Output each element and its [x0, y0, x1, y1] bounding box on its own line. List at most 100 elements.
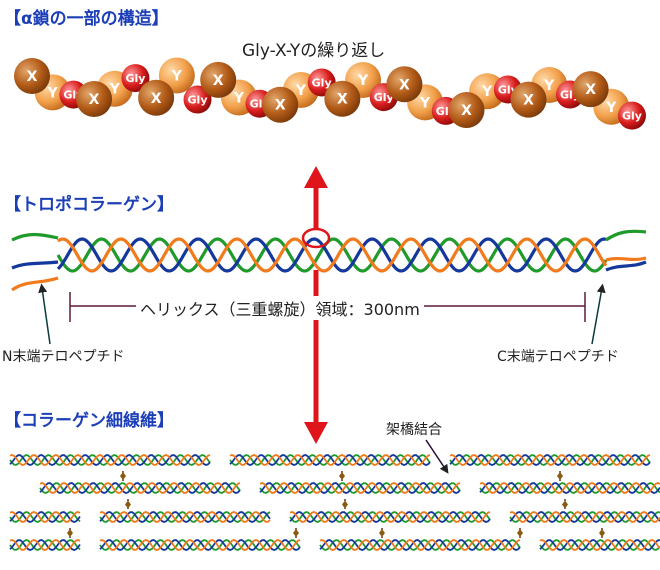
fibril-molecule-strand — [509, 511, 660, 523]
fibril-molecule-strand — [9, 511, 81, 523]
crosslink-mark — [339, 471, 345, 481]
svg-text:Y: Y — [109, 82, 121, 98]
svg-text:X: X — [275, 98, 286, 114]
gly-bead: Gly — [183, 85, 212, 114]
fibril-molecule-strand — [9, 539, 81, 551]
fibril-molecule-strand — [259, 482, 461, 494]
svg-text:Y: Y — [47, 85, 59, 101]
x-bead: X — [138, 79, 175, 116]
fibril-molecule-strand — [319, 539, 521, 551]
c-telopeptide — [605, 229, 647, 242]
svg-text:X: X — [151, 91, 162, 107]
up-arrow — [304, 166, 328, 230]
fibril-molecule-strand — [99, 511, 271, 523]
fibril-molecule-strand — [289, 511, 491, 523]
section-title-alpha-chain: 【α鎖の一部の構造】 — [4, 9, 169, 29]
svg-text:X: X — [523, 93, 534, 109]
section-title-collagen-fibril: 【コラーゲン細線維】 — [4, 411, 174, 431]
x-bead: X — [510, 81, 547, 118]
crosslink-mark — [293, 528, 299, 538]
fibril-molecule-strand — [509, 511, 660, 523]
svg-text:X: X — [27, 69, 38, 85]
x-bead: X — [262, 86, 299, 123]
crosslink-mark — [67, 528, 73, 538]
n-terminal-label: N末端テロペプチド — [2, 349, 125, 365]
highlight-circle — [301, 227, 331, 249]
fibril-molecule-strand — [9, 511, 81, 523]
svg-text:X: X — [461, 103, 472, 119]
fibril-molecule-strand — [9, 454, 211, 466]
svg-text:Y: Y — [171, 68, 183, 84]
fibril-molecule-strand — [229, 454, 431, 466]
c-telopeptide — [605, 260, 647, 272]
fibril-molecule-strand — [9, 539, 81, 551]
c-terminal-label: C末端テロペプチド — [497, 349, 619, 365]
svg-text:X: X — [213, 73, 224, 89]
c-telopeptide — [605, 256, 647, 262]
svg-text:Y: Y — [543, 78, 555, 94]
fibril-molecule-strand — [259, 482, 461, 494]
svg-text:Y: Y — [605, 100, 617, 116]
n-telopeptide — [11, 232, 59, 242]
c-term-pointer — [591, 283, 606, 345]
fibril-molecule-strand — [99, 539, 301, 551]
svg-text:Y: Y — [233, 91, 245, 107]
fibril-molecule-strand — [479, 482, 660, 494]
x-bead: X — [14, 58, 50, 94]
n-telopeptide — [11, 260, 59, 270]
svg-text:X: X — [585, 82, 596, 98]
helix-strand — [56, 237, 607, 273]
x-bead: X — [200, 61, 237, 98]
svg-text:X: X — [399, 77, 410, 93]
fibril-molecule-strand — [99, 511, 271, 523]
svg-text:Gly: Gly — [622, 110, 642, 123]
crosslink-mark — [517, 528, 523, 538]
crosslink-pointer — [425, 439, 449, 474]
x-bead: X — [572, 71, 609, 108]
crosslink-label: 架橋結合 — [386, 422, 442, 438]
svg-text:Y: Y — [419, 95, 431, 111]
x-bead: X — [386, 66, 423, 103]
fibril-molecule-strand — [319, 539, 521, 551]
section-title-tropocollagen: 【トロポコラーゲン】 — [4, 195, 174, 215]
fibril-molecule-strand — [39, 482, 241, 494]
crosslink-mark — [562, 499, 568, 510]
svg-text:Gly: Gly — [188, 94, 208, 107]
fibril-molecule-strand — [479, 482, 660, 494]
down-arrow — [304, 270, 328, 444]
helix-strand — [57, 237, 608, 273]
svg-text:X: X — [89, 92, 100, 108]
crosslink-mark — [557, 471, 563, 481]
crosslink-mark — [599, 528, 605, 538]
n-term-pointer — [38, 283, 51, 345]
svg-text:Gly: Gly — [125, 72, 145, 85]
fibril-molecule-strand — [39, 482, 241, 494]
x-bead: X — [324, 80, 361, 117]
crosslink-mark — [125, 499, 131, 510]
fibril-molecule-strand — [449, 454, 651, 466]
gly-bead: Gly — [618, 101, 646, 130]
svg-text:X: X — [337, 92, 348, 108]
svg-text:Gly: Gly — [312, 76, 332, 89]
crosslink-mark — [342, 499, 348, 510]
gly-bead: Gly — [121, 64, 150, 93]
svg-text:Y: Y — [357, 73, 369, 89]
crosslink-mark — [120, 471, 126, 481]
n-telopeptide — [11, 276, 59, 292]
fibril-molecule-strand — [229, 454, 431, 466]
repeat-label: Gly-X-Yの繰り返し — [242, 41, 386, 61]
crosslink-mark — [379, 528, 385, 538]
fibril-molecule-strand — [99, 539, 301, 551]
svg-text:Gly: Gly — [374, 91, 394, 104]
x-bead: X — [76, 80, 113, 117]
svg-text:Y: Y — [481, 84, 493, 100]
fibril-molecule-strand — [539, 539, 660, 551]
fibril-molecule-strand — [289, 511, 491, 523]
x-bead: X — [448, 92, 485, 129]
fibril-molecule-strand — [9, 454, 211, 466]
svg-text:Y: Y — [295, 83, 307, 99]
helix-region-label: ヘリックス（三重螺旋）領域：300nm — [136, 296, 424, 320]
fibril-molecule-strand — [449, 454, 651, 466]
